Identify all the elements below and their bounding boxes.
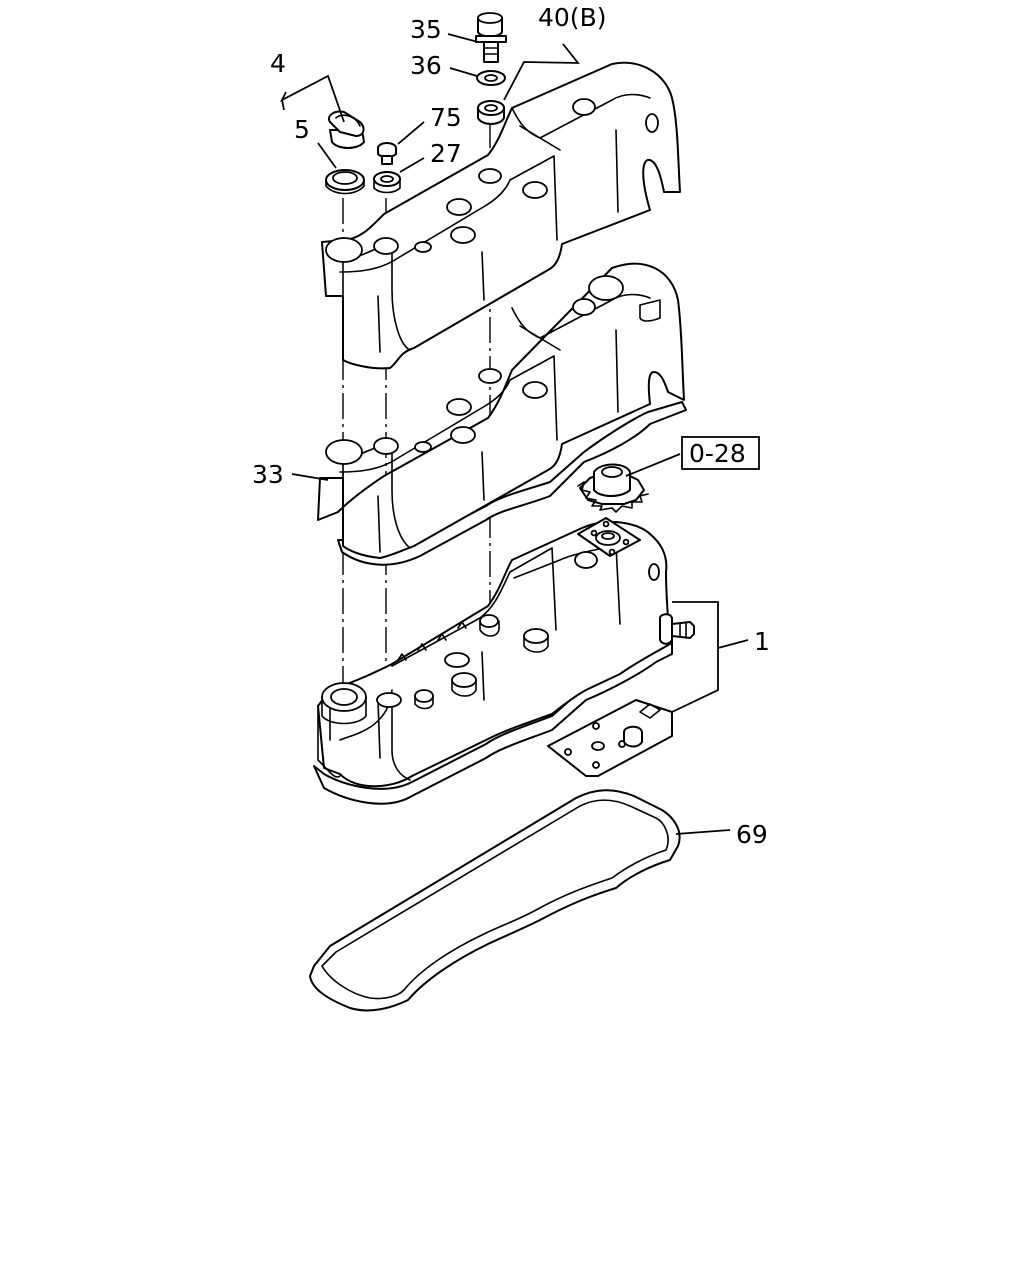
callout-36: 36 — [410, 51, 442, 80]
callout-75: 75 — [430, 103, 462, 132]
upper-cover — [321, 61, 681, 370]
reference-box — [681, 436, 760, 470]
breather-part-0-28 — [577, 463, 649, 513]
mounting-plate — [547, 699, 673, 777]
o-ring-5 — [325, 169, 365, 195]
callout-1: 1 — [754, 627, 770, 656]
callout-40b: 40(B) — [538, 3, 606, 32]
callout-27: 27 — [430, 139, 462, 168]
callout-33: 33 — [252, 460, 284, 489]
callout-35: 35 — [410, 15, 442, 44]
grommet-40b — [477, 100, 505, 125]
seal-27 — [373, 171, 401, 194]
leader-lines — [279, 33, 749, 835]
washer-36 — [476, 70, 506, 86]
callout-5: 5 — [294, 115, 310, 144]
oil-cap-4 — [328, 110, 365, 149]
bottom-gasket-69 — [309, 789, 681, 1012]
callout-0-28: 0-28 — [689, 439, 746, 468]
bolt-35 — [475, 12, 507, 63]
callout-69: 69 — [736, 820, 768, 849]
callout-4: 4 — [270, 49, 286, 78]
plug-75 — [377, 142, 397, 165]
valve-cover-main-1 — [313, 517, 695, 805]
middle-cover-33 — [317, 262, 687, 566]
callout-labels: 35 40(B) 36 4 75 5 27 33 0-28 1 69 — [252, 3, 770, 849]
